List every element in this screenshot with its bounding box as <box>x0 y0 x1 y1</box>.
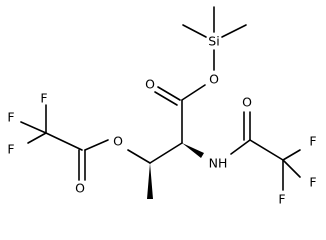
atom-label-o-tfa-carbonyl: O <box>75 181 85 196</box>
wedge-bond-beta-methyl <box>147 163 153 199</box>
structure-diagram: Si O O O O O NH F F F F F F <box>7 6 317 207</box>
atom-label-o-ether: O <box>113 134 123 149</box>
bond-c-cf3-left <box>45 132 83 151</box>
bond-cf3-left-f2 <box>20 121 47 134</box>
bond-cf3-left-f1 <box>27 132 47 144</box>
bond-si-methyl-left <box>182 24 207 38</box>
atom-label-nh: NH <box>209 156 228 171</box>
bond-cf3-right-f2 <box>282 159 301 178</box>
bond-beta-o-ether <box>127 149 151 164</box>
wedge-bond-alpha-n <box>182 143 204 158</box>
atom-label-f-right-1: F <box>309 134 316 149</box>
bond-cf3-right-f1 <box>282 149 301 161</box>
atom-label-f-left-1: F <box>7 142 14 157</box>
atom-labels: Si O O O O O NH F F F F F F <box>7 34 316 207</box>
atom-label-f-left-2: F <box>7 110 14 125</box>
atom-label-f-left-3: F <box>40 91 47 106</box>
atom-label-si: Si <box>208 34 219 49</box>
bond-nh-carbonyl-c <box>230 139 251 155</box>
bond-o-ether-c <box>84 139 109 151</box>
bond-c-o-double-2 <box>154 91 178 106</box>
atom-label-o-ester-single: O <box>209 72 219 87</box>
atom-label-f-right-3: F <box>278 192 285 207</box>
atom-label-o-ester-double: O <box>145 77 155 92</box>
bond-amide-c-cf3 <box>249 139 284 161</box>
bond-c-o-double-1 <box>157 86 181 101</box>
bond-alpha-beta <box>149 142 183 164</box>
bond-si-methyl-right <box>221 24 247 38</box>
bonds <box>20 6 301 199</box>
atom-label-o-amide: O <box>242 95 252 110</box>
bond-o-carbonyl-c <box>181 84 206 101</box>
atom-label-f-right-2: F <box>309 175 316 190</box>
